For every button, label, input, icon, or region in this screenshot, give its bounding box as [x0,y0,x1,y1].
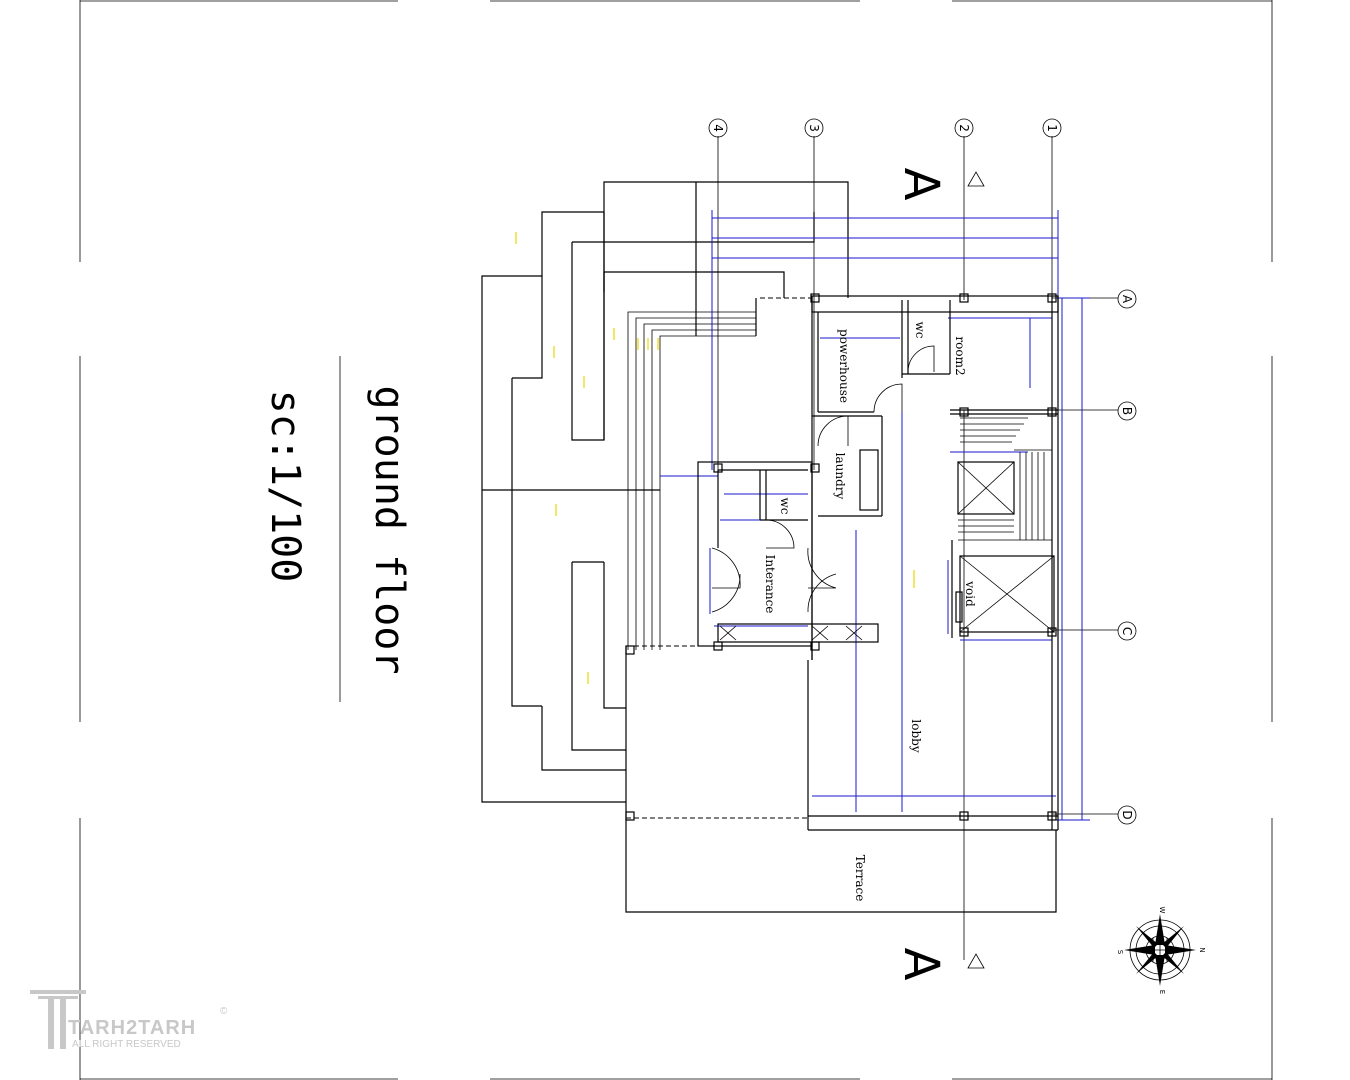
watermark-brand: TARH2TARH [68,1017,196,1039]
axis-label-2: 2 [957,124,971,132]
room-label-powerhouse: powerhouse [837,329,851,403]
sheet-frame [79,0,1273,1080]
compass-icon: N S E W [1116,907,1206,995]
section-mark-top: A [893,168,949,201]
compass-south-label: S [1116,950,1124,955]
building-walls [625,293,1059,831]
axis-label-c: C [1120,627,1134,635]
room-label-interance: Interance [763,555,777,614]
compass-east-label: E [1158,990,1166,994]
room-label-terrace: Terrace [853,855,867,902]
room-label-wc-lower: wc [778,498,792,515]
axis-label-a: A [1120,295,1134,304]
axis-label-1: 1 [1045,124,1059,132]
door-swings [711,345,935,613]
room-label-lobby: lobby [909,719,923,752]
axis-label-d: D [1120,810,1134,819]
axis-label-b: B [1120,407,1134,415]
room-label-laundry: laundry [833,453,847,500]
axis-label-4: 4 [711,124,725,132]
section-marks: A A [893,168,985,981]
watermark-logo: TARH2TARH © ALL RIGHT RESERVED [30,990,228,1050]
watermark-registered: © [220,1006,228,1017]
sheet-scale: sc:1/100 [262,390,308,583]
room-label-room2: room2 [953,336,967,375]
dimension-lines [660,210,1090,821]
room-label-void: void [963,580,977,607]
sheet-title: ground floor [366,386,412,675]
level-markers [515,232,915,684]
compass-north-label: N [1198,947,1206,952]
section-mark-bottom: A [893,948,949,981]
room-label-wc-upper: wc [913,322,927,339]
watermark-rights: ALL RIGHT RESERVED [72,1039,181,1050]
room-labels: powerhouse wc room2 laundry wc Interance… [763,322,977,902]
compass-west-label: W [1158,907,1166,914]
axis-label-3: 3 [807,124,821,132]
title-block: ground floor sc:1/100 [262,356,412,702]
site-outline [481,181,1057,913]
grid-axes: 4 3 2 1 A B C D [708,118,1137,960]
